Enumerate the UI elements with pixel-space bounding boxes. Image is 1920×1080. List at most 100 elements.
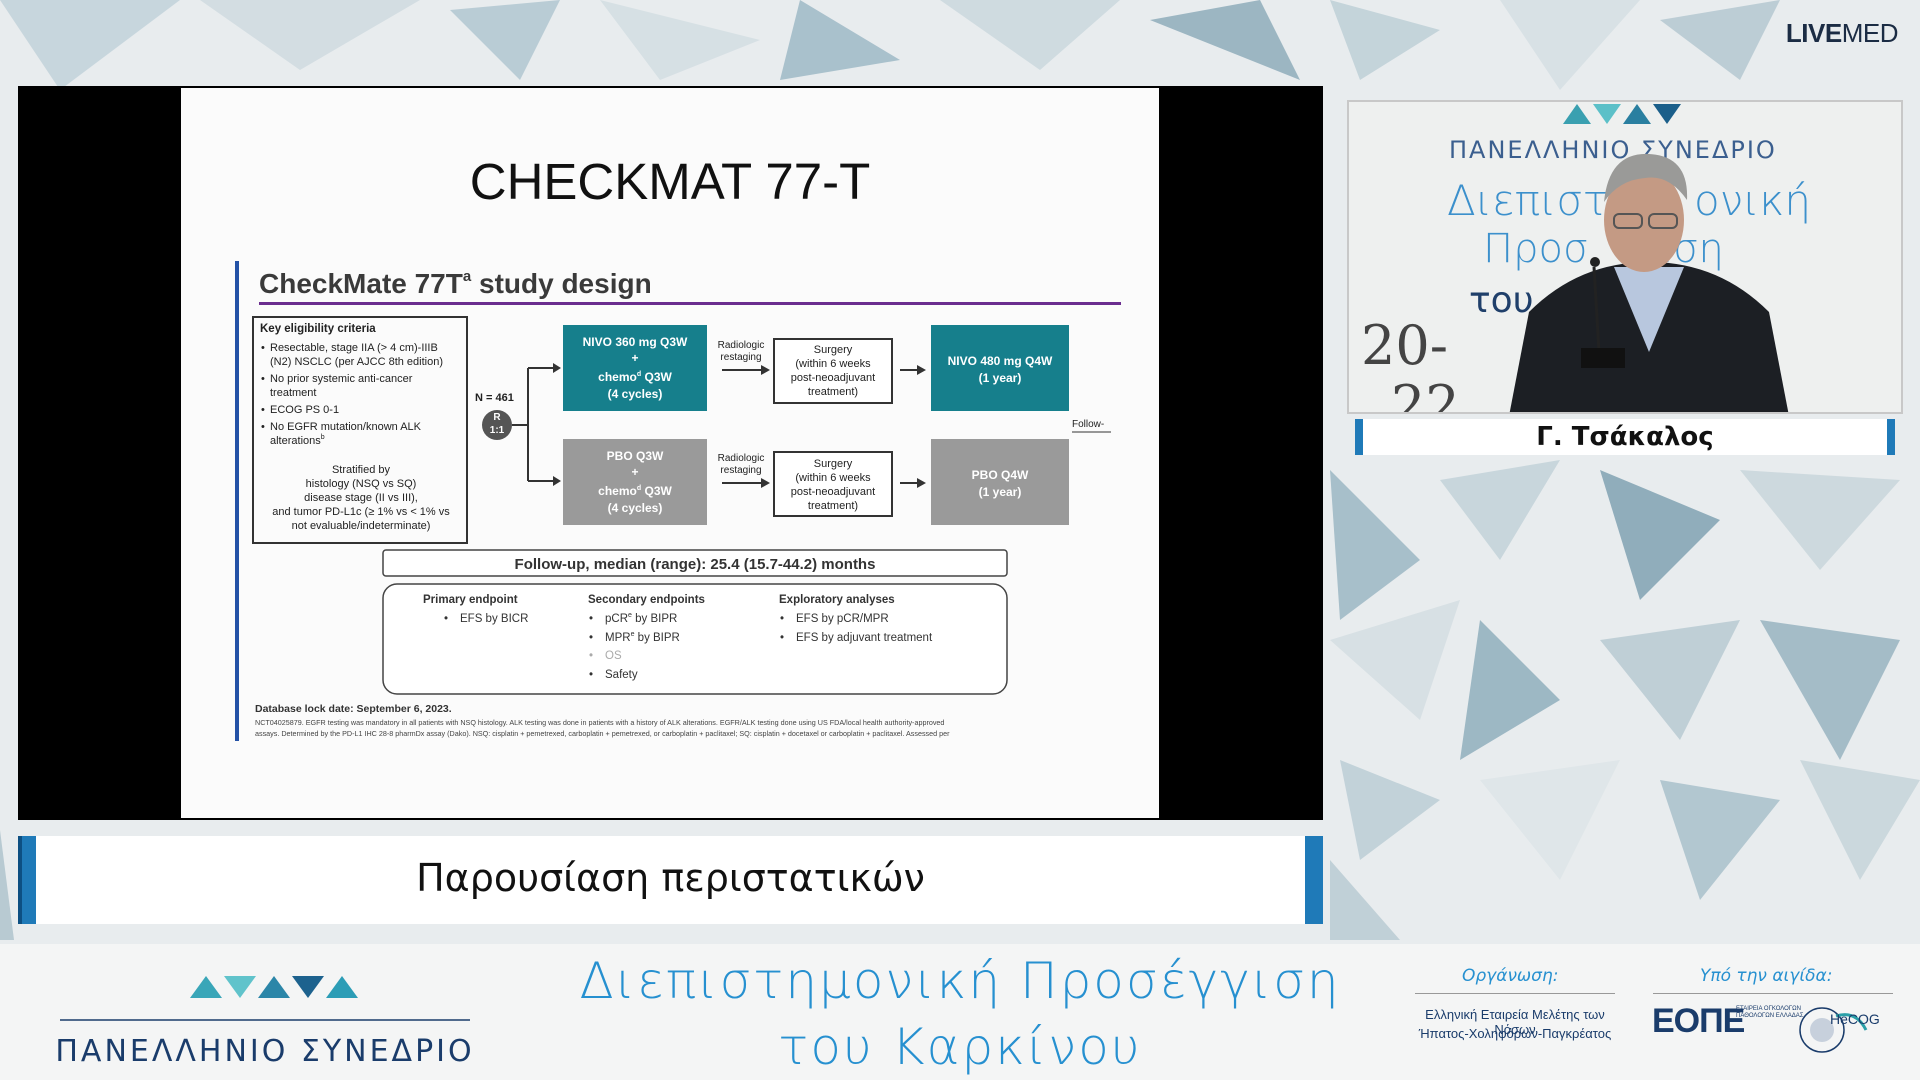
nivo-adjuvant-line: (1 year)	[979, 371, 1022, 385]
surgery-line: treatment)	[808, 500, 858, 512]
bullet: •	[780, 632, 784, 644]
study-design-diagram: CheckMate 77Ta study design Key eligibil…	[235, 261, 1121, 741]
surgery-line: Surgery	[814, 458, 853, 470]
bullet: •	[261, 421, 265, 433]
backdrop-text: ονική	[1694, 176, 1811, 225]
bullet: •	[780, 613, 784, 625]
bullet: •	[589, 613, 593, 625]
speaker-video: ΠΑΝΕΛΛΗΝΙΟ ΣΥΝΕΔΡΙΟ Διεπιστ ονική Προσ γ…	[1347, 100, 1903, 414]
surgery-line: treatment)	[808, 386, 858, 398]
backdrop-text: του	[1469, 280, 1534, 321]
endpoints-box	[382, 583, 1008, 695]
eligibility-item: Resectable, stage IIA (> 4 cm)-IIIB	[270, 342, 438, 354]
stratified-line: histology (NSQ vs SQ)	[306, 478, 417, 490]
organizer-name: Ήπατος-Χοληφόρων-Παγκρέατος	[1418, 1026, 1612, 1041]
nivo-surgery-box	[773, 338, 893, 404]
surgery-line: post-neoadjuvant	[791, 372, 875, 384]
exploratory-title: Exploratory analyses	[779, 594, 895, 606]
restaging-label: Radiologic	[718, 453, 765, 464]
nivo-box-line: (4 cycles)	[608, 387, 663, 401]
hecog-logo-icon	[1799, 1007, 1868, 1053]
bullet: •	[261, 404, 265, 416]
nivo-box-line: +	[631, 351, 638, 365]
restaging-label: restaging	[720, 352, 761, 363]
exploratory-item: EFS by pCR/MPR	[796, 613, 889, 625]
bullet: •	[261, 373, 265, 385]
nivo-box-line: chemod Q3W	[598, 370, 672, 384]
eligibility-box	[252, 316, 468, 544]
primary-endpoint-title: Primary endpoint	[423, 594, 518, 606]
surgery-line: (within 6 weeks	[795, 472, 871, 484]
secondary-endpoint-title: Secondary endpoints	[588, 594, 705, 606]
study-heading: CheckMate 77Ta study design	[259, 268, 652, 299]
aegis-label: Υπό την αιγίδα:	[1700, 966, 1833, 986]
surgery-line: Surgery	[814, 344, 853, 356]
exploratory-item: EFS by adjuvant treatment	[796, 632, 933, 644]
eope-logo: ΕΟΠΕ	[1652, 1002, 1745, 1040]
slide-viewer: CHECKMAT 77-T CheckMate 77Ta study desig…	[18, 86, 1323, 820]
backdrop-text: Προσ	[1483, 226, 1588, 272]
slide-title: CHECKMAT 77-T	[469, 153, 871, 210]
arrow-head	[917, 365, 926, 375]
stratified-line: disease stage (II vs III),	[304, 492, 418, 504]
stratified-line: Stratified by	[332, 464, 391, 476]
secondary-endpoint-item: Safety	[605, 669, 638, 681]
branch-arrow	[553, 363, 561, 373]
surgery-line: post-neoadjuvant	[791, 486, 875, 498]
surgery-line: (within 6 weeks	[795, 358, 871, 370]
organizer-name: Ελληνική Εταιρεία Μελέτης των Νόσων	[1425, 1007, 1605, 1037]
follow-label-cut: Follow-	[1072, 419, 1104, 430]
nivo-adjuvant-box	[931, 325, 1069, 411]
branch-lines	[512, 367, 553, 482]
pbo-adjuvant-line: PBO Q4W	[972, 468, 1029, 482]
backdrop-text: Διεπιστ	[1447, 176, 1608, 225]
eligibility-title: Key eligibility criteria	[260, 323, 376, 335]
eligibility-item: alterationsb	[270, 434, 325, 447]
secondary-endpoint-item: pCRe by BIPR	[605, 612, 677, 625]
arrow-head	[761, 478, 770, 488]
conference-logo-icon	[60, 976, 470, 1021]
branch-arrow	[553, 476, 561, 486]
bullet: •	[261, 342, 265, 354]
speaker-scene: ΠΑΝΕΛΛΗΝΙΟ ΣΥΝΕΔΡΙΟ Διεπιστ ονική Προσ γ…	[1349, 102, 1901, 414]
brand-med: MED	[1841, 18, 1899, 48]
bottom-banner: ΠΑΝΕΛΛΗΝΙΟ ΣΥΝΕΔΡΙΟ Διεπιστημονική Προσέ…	[0, 944, 1920, 1080]
heading-underline	[259, 302, 1121, 305]
primary-endpoint-item: EFS by BICR	[460, 613, 528, 625]
bullet: •	[589, 669, 593, 681]
stratified-line: and tumor PD-L1c (≥ 1% vs < 1% vs	[272, 506, 450, 518]
caption-bar: Παρουσίαση περιστατικών	[18, 836, 1323, 924]
eligibility-item: No EGFR mutation/known ALK	[270, 421, 422, 433]
bullet: •	[444, 613, 448, 625]
backdrop-text: 22	[1391, 374, 1460, 414]
pbo-surgery-box	[773, 451, 893, 517]
pbo-neoadjuvant-box	[563, 439, 707, 525]
pbo-box-line: +	[631, 465, 638, 479]
speaker-name-bar: Γ. Τσάκαλος	[1355, 419, 1895, 455]
eligibility-item: (N2) NSCLC (per AJCC 8th edition)	[270, 356, 443, 368]
restaging-label: restaging	[720, 465, 761, 476]
pbo-adjuvant-line: (1 year)	[979, 485, 1022, 499]
conference-title-line2: του Καρκίνου	[778, 1018, 1142, 1076]
n-label: N = 461	[475, 392, 514, 404]
secondary-endpoint-item: MPRe by BIPR	[605, 631, 680, 644]
randomization-ratio: 1:1	[490, 425, 505, 436]
bullet: •	[589, 632, 593, 644]
secondary-endpoint-item: OS	[605, 650, 622, 662]
followup-text: Follow-up, median (range): 25.4 (15.7-44…	[515, 556, 876, 573]
bullet: •	[589, 650, 593, 662]
speaker-figure	[1509, 153, 1789, 412]
hecog-logo-text: HeCOG	[1830, 1011, 1880, 1027]
pbo-box-line: PBO Q3W	[607, 449, 664, 463]
db-lock-date: Database lock date: September 6, 2023.	[255, 703, 452, 715]
eope-logo-subtitle: ΕΤΑΙΡΕΙΑ ΟΓΚΟΛΟΓΩΝ ΠΑΘΟΛΟΓΩΝ ΕΛΛΑΔΑΣ	[1736, 1006, 1804, 1019]
conference-logo-text: ΠΑΝΕΛΛΗΝΙΟ ΣΥΝΕΔΡΙΟ	[55, 1034, 475, 1069]
conference-logo: ΠΑΝΕΛΛΗΝΙΟ ΣΥΝΕΔΡΙΟ	[50, 968, 480, 1069]
pbo-box-line: (4 cycles)	[608, 501, 663, 515]
arrow-head	[761, 365, 770, 375]
arrow-head	[917, 478, 926, 488]
stratified-line: not evaluable/indeterminate)	[292, 520, 431, 532]
restaging-label: Radiologic	[718, 340, 765, 351]
backdrop-text: ΠΑΝΕΛΛΗΝΙΟ ΣΥΝΕΔΡΙΟ	[1449, 136, 1777, 164]
pbo-adjuvant-box	[931, 439, 1069, 525]
